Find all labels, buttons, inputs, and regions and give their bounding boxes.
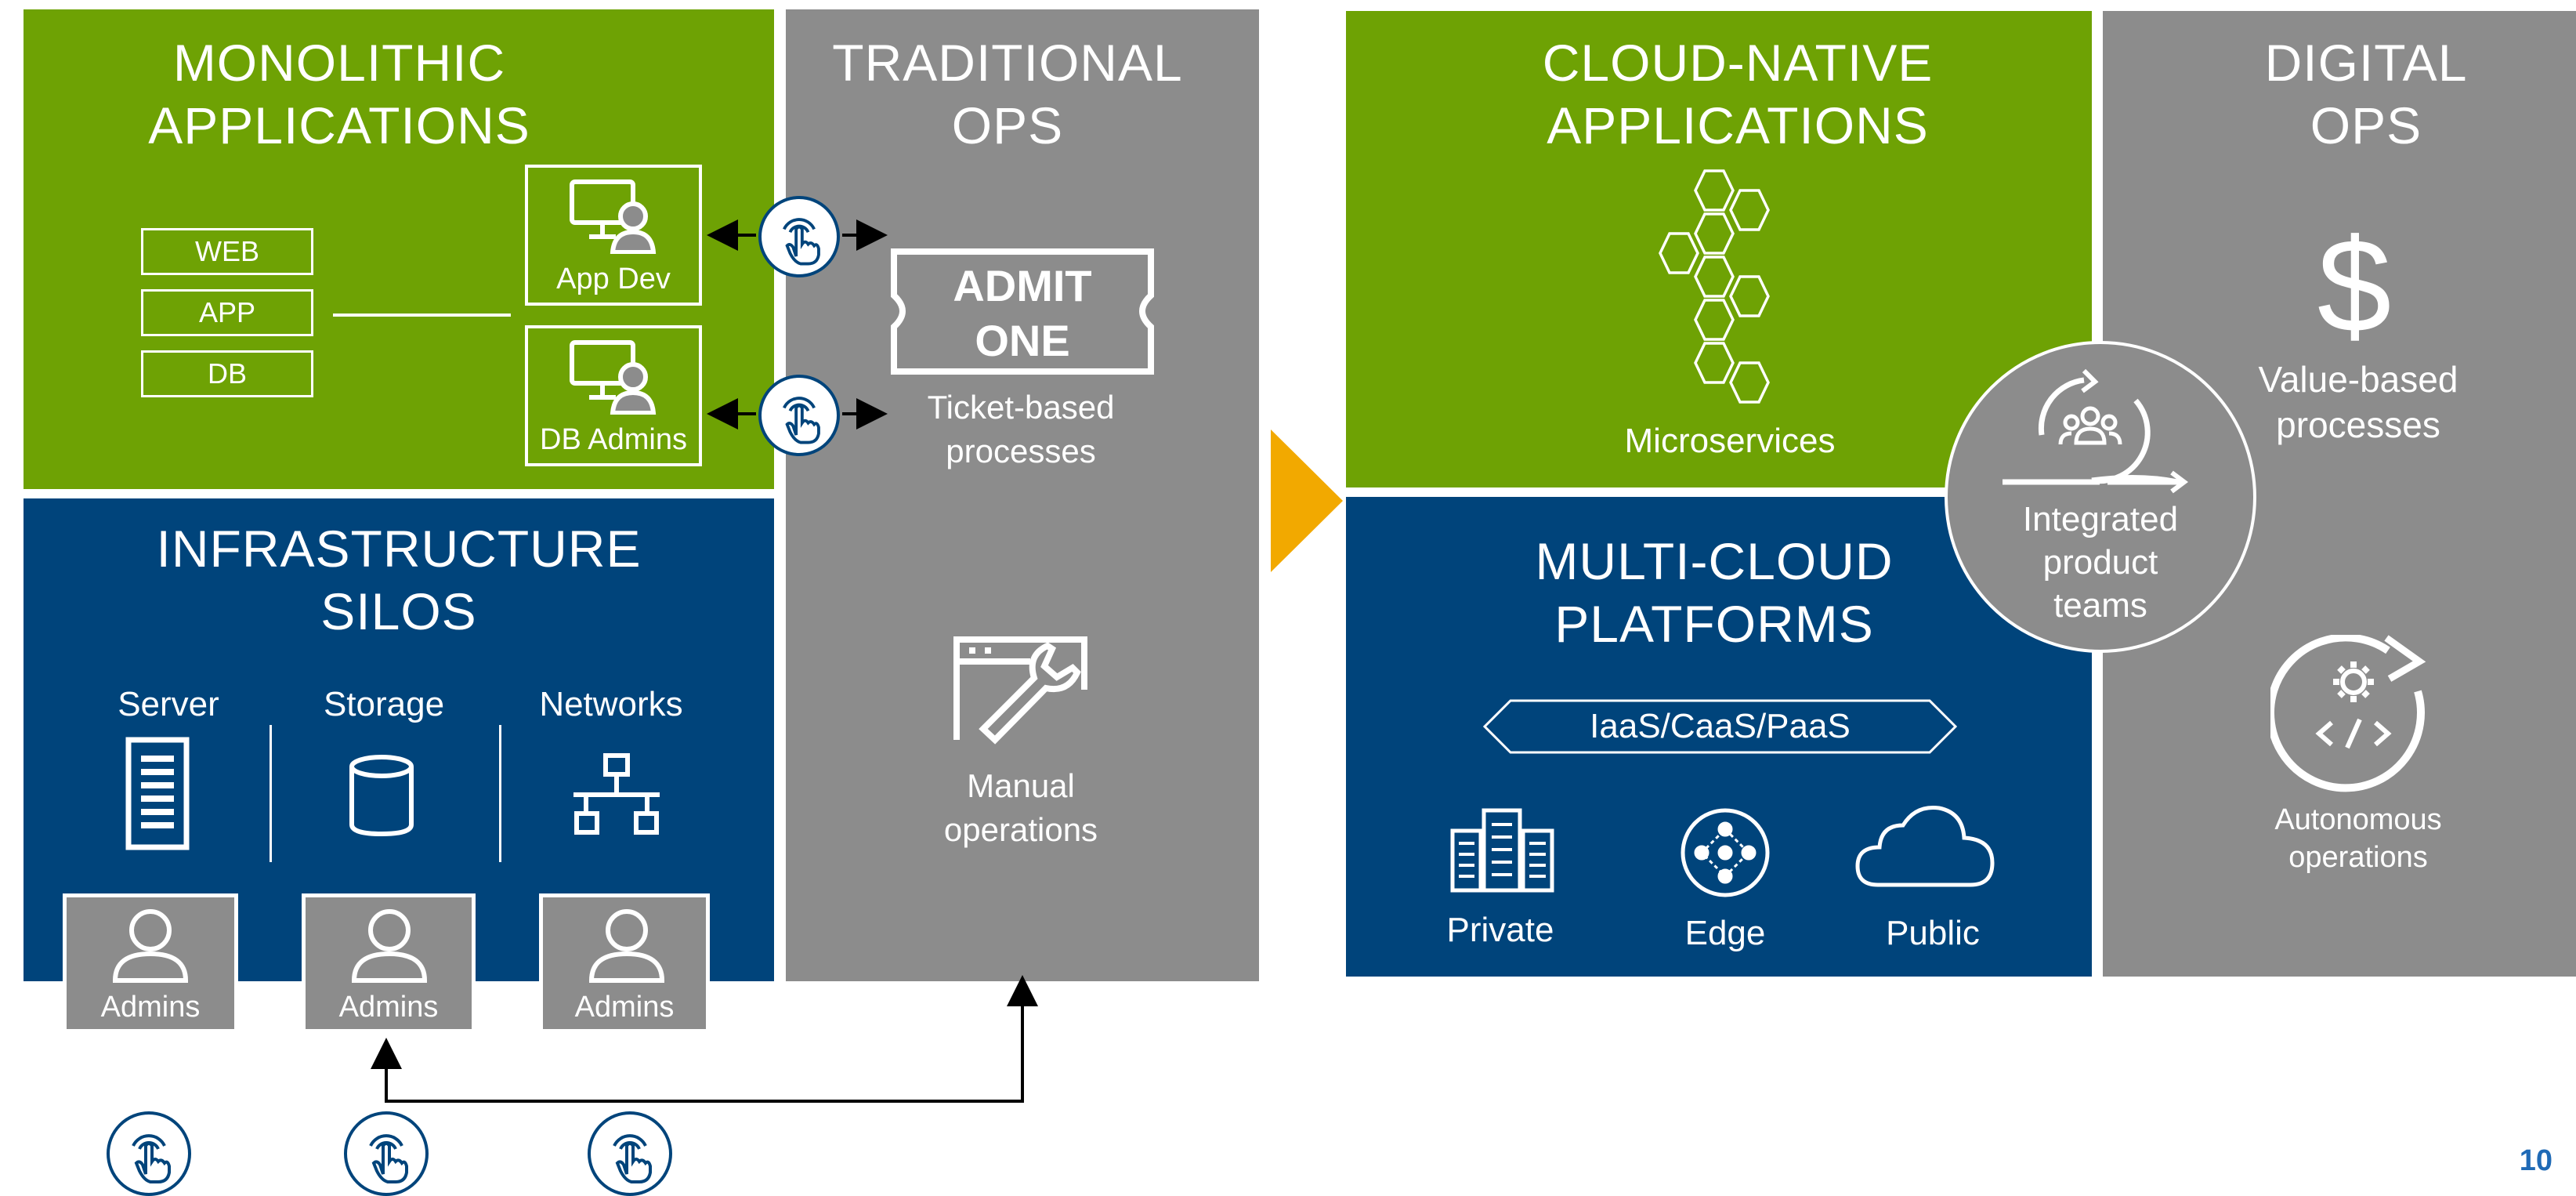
integrated-teams-caption-line2: product <box>2042 543 2158 582</box>
server-rack-icon <box>125 737 190 850</box>
person-icon <box>587 907 667 984</box>
infrastructure-title: INFRASTRUCTURE SILOS <box>24 517 774 643</box>
db-admins-box: DB Admins <box>525 325 702 466</box>
infrastructure-title-line1: INFRASTRUCTURE <box>156 520 642 578</box>
digital-ops-title: DIGITAL OPS <box>2131 31 2576 157</box>
transition-arrow-icon <box>1271 429 1343 572</box>
ticket-caption-line2: processes <box>946 433 1096 469</box>
app-dev-label: App Dev <box>556 263 671 295</box>
multicloud-title-line2: PLATFORMS <box>1554 595 1874 653</box>
cloud-icon <box>1854 803 1995 888</box>
admins-label: Admins <box>100 991 201 1024</box>
team-cycle-icon <box>1998 357 2202 498</box>
service-banner <box>1483 699 1957 754</box>
integrated-teams-caption-line3: teams <box>2053 586 2147 625</box>
db-admins-label: DB Admins <box>540 423 687 456</box>
integrated-teams-caption: Integrated product teams <box>1945 498 2256 627</box>
touch-hand-icon <box>344 1111 429 1196</box>
traditional-ops-title: TRADITIONAL OPS <box>786 31 1229 157</box>
admins-label: Admins <box>338 991 439 1024</box>
dollar-icon: $ <box>2317 212 2392 361</box>
integrated-teams-caption-line1: Integrated <box>2022 500 2179 538</box>
gear-code-cycle-icon <box>2270 635 2447 796</box>
traditional-ops-title-line2: OPS <box>951 96 1064 154</box>
autonomous-caption-line2: operations <box>2288 841 2428 874</box>
admin-box-storage: Admins <box>302 893 476 1033</box>
network-icon <box>570 752 663 839</box>
touch-hand-icon <box>588 1111 672 1196</box>
touch-hand-icon <box>758 375 840 456</box>
person-icon <box>349 907 429 984</box>
value-based-caption-line1: Value-based <box>2258 359 2458 400</box>
storage-label: Storage <box>323 685 445 723</box>
ticket-icon <box>889 247 1156 376</box>
ticket-caption: Ticket-based processes <box>864 386 1178 473</box>
infra-divider-1 <box>270 725 272 862</box>
infra-divider-2 <box>499 725 501 862</box>
cloud-native-title: CLOUD-NATIVE APPLICATIONS <box>1346 31 2129 157</box>
traditional-ops-title-line1: TRADITIONAL <box>832 34 1183 92</box>
tier-app: APP <box>141 289 313 336</box>
monolithic-title-line2: APPLICATIONS <box>148 96 530 154</box>
ticket-text: ADMIT ONE <box>889 259 1156 368</box>
admin-box-server: Admins <box>63 893 238 1033</box>
tier-web: WEB <box>141 228 313 275</box>
digital-ops-title-line2: OPS <box>2310 96 2422 154</box>
server-label: Server <box>118 685 219 723</box>
manual-ops-caption: Manual operations <box>864 764 1178 852</box>
edge-label: Edge <box>1684 914 1766 952</box>
app-dev-box: App Dev <box>525 165 702 306</box>
infrastructure-title-line2: SILOS <box>320 582 477 640</box>
page-number: 10 <box>2519 1144 2552 1177</box>
integrated-teams-circle <box>1945 341 2256 653</box>
cloud-native-title-line2: APPLICATIONS <box>1547 96 1929 154</box>
monitor-person-icon <box>567 338 661 415</box>
microservices-label: Microservices <box>1624 422 1836 460</box>
wrench-window-icon <box>952 635 1089 745</box>
monolithic-title-line1: MONOLITHIC <box>172 34 506 92</box>
traditional-ops-panel <box>786 9 1259 981</box>
edge-hub-icon <box>1680 807 1771 898</box>
value-based-caption-line2: processes <box>2276 404 2440 445</box>
monolithic-title: MONOLITHIC APPLICATIONS <box>24 31 655 157</box>
database-icon <box>347 754 416 839</box>
admin-box-networks: Admins <box>539 893 710 1033</box>
autonomous-caption-line1: Autonomous <box>2274 803 2442 836</box>
building-icon <box>1449 807 1555 893</box>
multicloud-title: MULTI-CLOUD PLATFORMS <box>1346 530 2082 655</box>
multicloud-title-line1: MULTI-CLOUD <box>1535 532 1894 590</box>
value-based-caption: Value-based processes <box>2209 357 2507 448</box>
cloud-native-panel <box>1346 11 2092 487</box>
private-label: Private <box>1446 911 1554 949</box>
admins-label: Admins <box>574 991 675 1024</box>
digital-ops-title-line1: DIGITAL <box>2264 34 2468 92</box>
touch-hand-icon <box>758 196 840 277</box>
tier-db: DB <box>141 350 313 397</box>
touch-hand-icon <box>107 1111 191 1196</box>
hexagon-cluster-icon <box>1653 169 1790 415</box>
public-label: Public <box>1886 914 1980 952</box>
tier-connector-line <box>333 313 511 317</box>
monitor-person-icon <box>567 177 661 254</box>
person-icon <box>110 907 190 984</box>
service-banner-label: IaaS/CaaS/PaaS <box>1590 707 1851 745</box>
ticket-caption-line1: Ticket-based <box>927 389 1115 426</box>
manual-ops-caption-line2: operations <box>943 811 1098 848</box>
cloud-native-title-line1: CLOUD-NATIVE <box>1542 34 1934 92</box>
ticket-text-line1: ADMIT <box>953 261 1092 310</box>
networks-label: Networks <box>539 685 683 723</box>
connector-arrows <box>371 219 1038 1103</box>
autonomous-caption: Autonomous operations <box>2209 801 2507 876</box>
ticket-text-line2: ONE <box>975 316 1070 365</box>
manual-ops-caption-line1: Manual <box>967 767 1075 804</box>
